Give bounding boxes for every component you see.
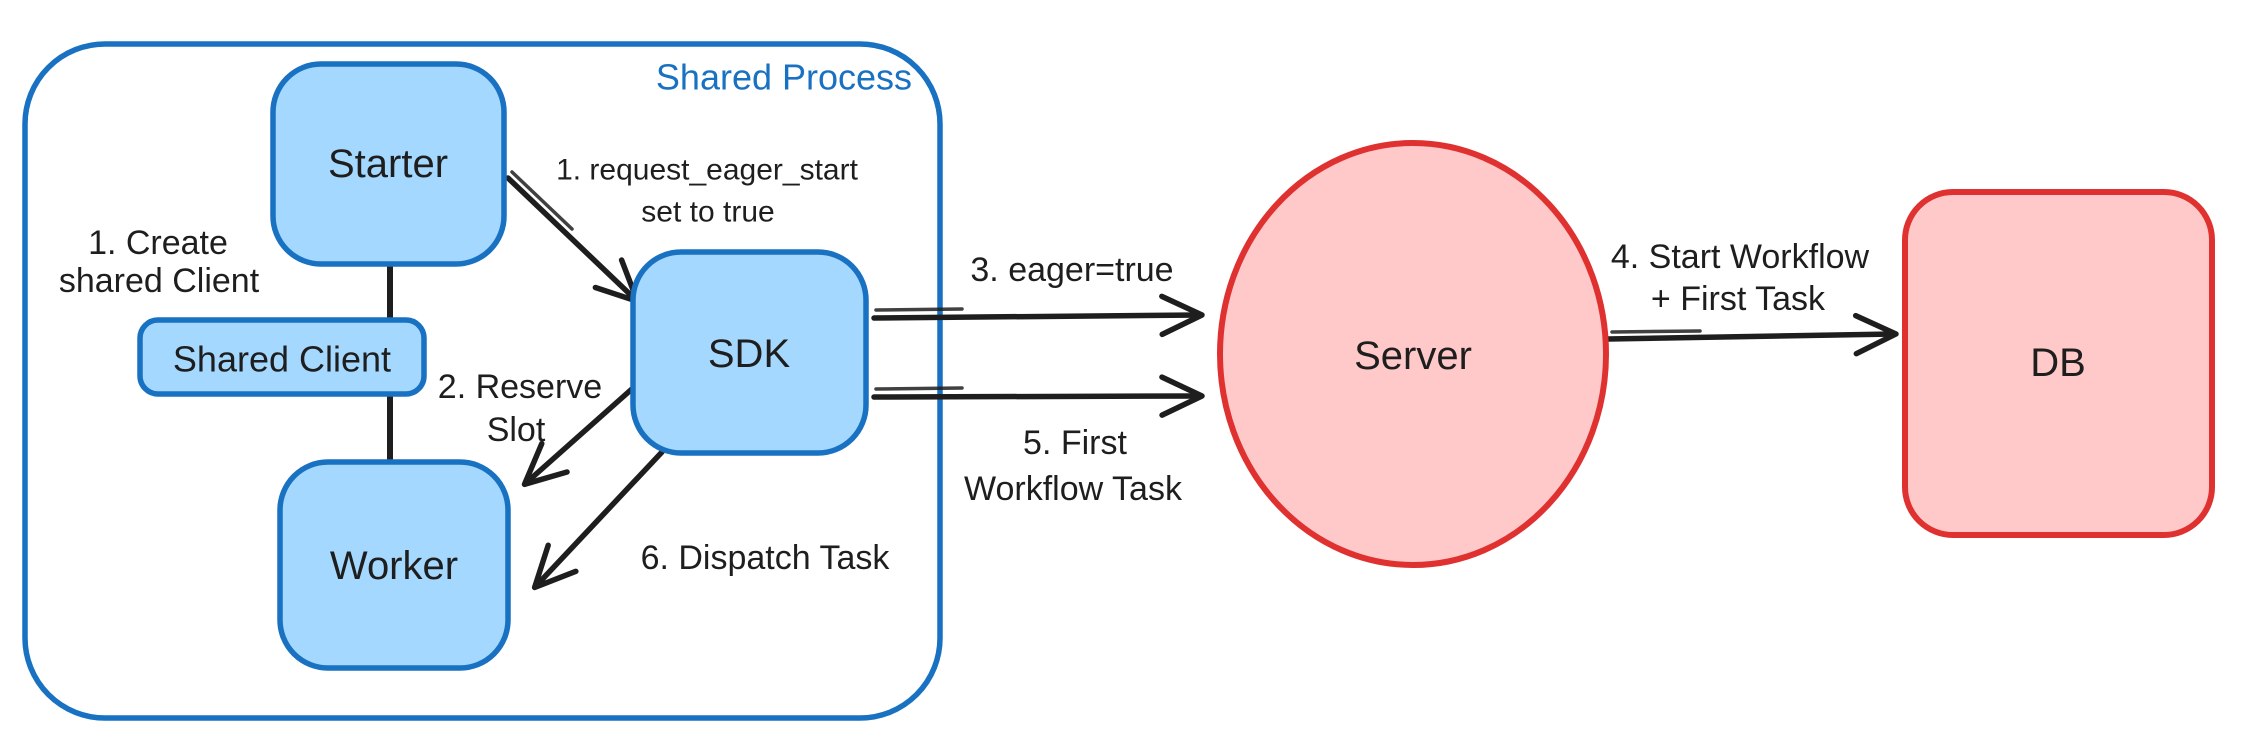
- create-shared-client-label-line2: shared Client: [59, 262, 260, 300]
- start-workflow-label-line1: 4. Start Workflow: [1611, 238, 1870, 276]
- reserve-slot-label-line1: 2. Reserve: [438, 368, 602, 406]
- db-node: [1902, 189, 2215, 538]
- arrow-start-workflow-db: [1605, 312, 1899, 357]
- worker-label: Worker: [330, 544, 458, 588]
- start-workflow-label-line2: + First Task: [1651, 280, 1826, 318]
- create-shared-client-label-line1: 1. Create: [88, 224, 228, 262]
- db-label: DB: [2030, 341, 2086, 385]
- starter-label: Starter: [328, 142, 448, 186]
- dispatch-task-label: 6. Dispatch Task: [641, 539, 891, 577]
- reserve-slot-label-line2: Slot: [487, 411, 546, 449]
- arrow-starter-to-sdk: [505, 175, 641, 305]
- request-eager-start-label-line1: 1. request_eager_start: [556, 154, 859, 187]
- first-workflow-task-label-line2: Workflow Task: [964, 470, 1183, 508]
- shared-process-label: Shared Process: [656, 57, 912, 98]
- shared-process-frame: [22, 41, 943, 721]
- arrow-reserve-slot: [521, 385, 636, 488]
- arrow-starter-to-sdk-overdraw: [510, 170, 574, 231]
- sdk-node: [630, 249, 869, 456]
- request-eager-start-label-line2: set to true: [641, 196, 774, 229]
- first-workflow-task-label-line1: 5. First: [1023, 424, 1127, 462]
- shared-client-node: [137, 317, 427, 397]
- arrow-start-workflow-db-overdraw: [1610, 329, 1702, 334]
- arrow-eager-true: [871, 293, 1205, 338]
- worker-node: [277, 459, 511, 671]
- eager-true-label: 3. eager=true: [970, 251, 1173, 289]
- sdk-label: SDK: [708, 332, 791, 376]
- shared-client-label: Shared Client: [173, 339, 391, 380]
- starter-node: [270, 61, 507, 267]
- arrow-first-workflow-task-overdraw: [874, 386, 964, 391]
- arrow-first-workflow-task: [871, 374, 1205, 418]
- server-node: [1217, 140, 1609, 568]
- server-label: Server: [1354, 334, 1472, 378]
- arrow-dispatch-task: [531, 449, 665, 591]
- arrow-eager-true-overdraw: [874, 307, 964, 312]
